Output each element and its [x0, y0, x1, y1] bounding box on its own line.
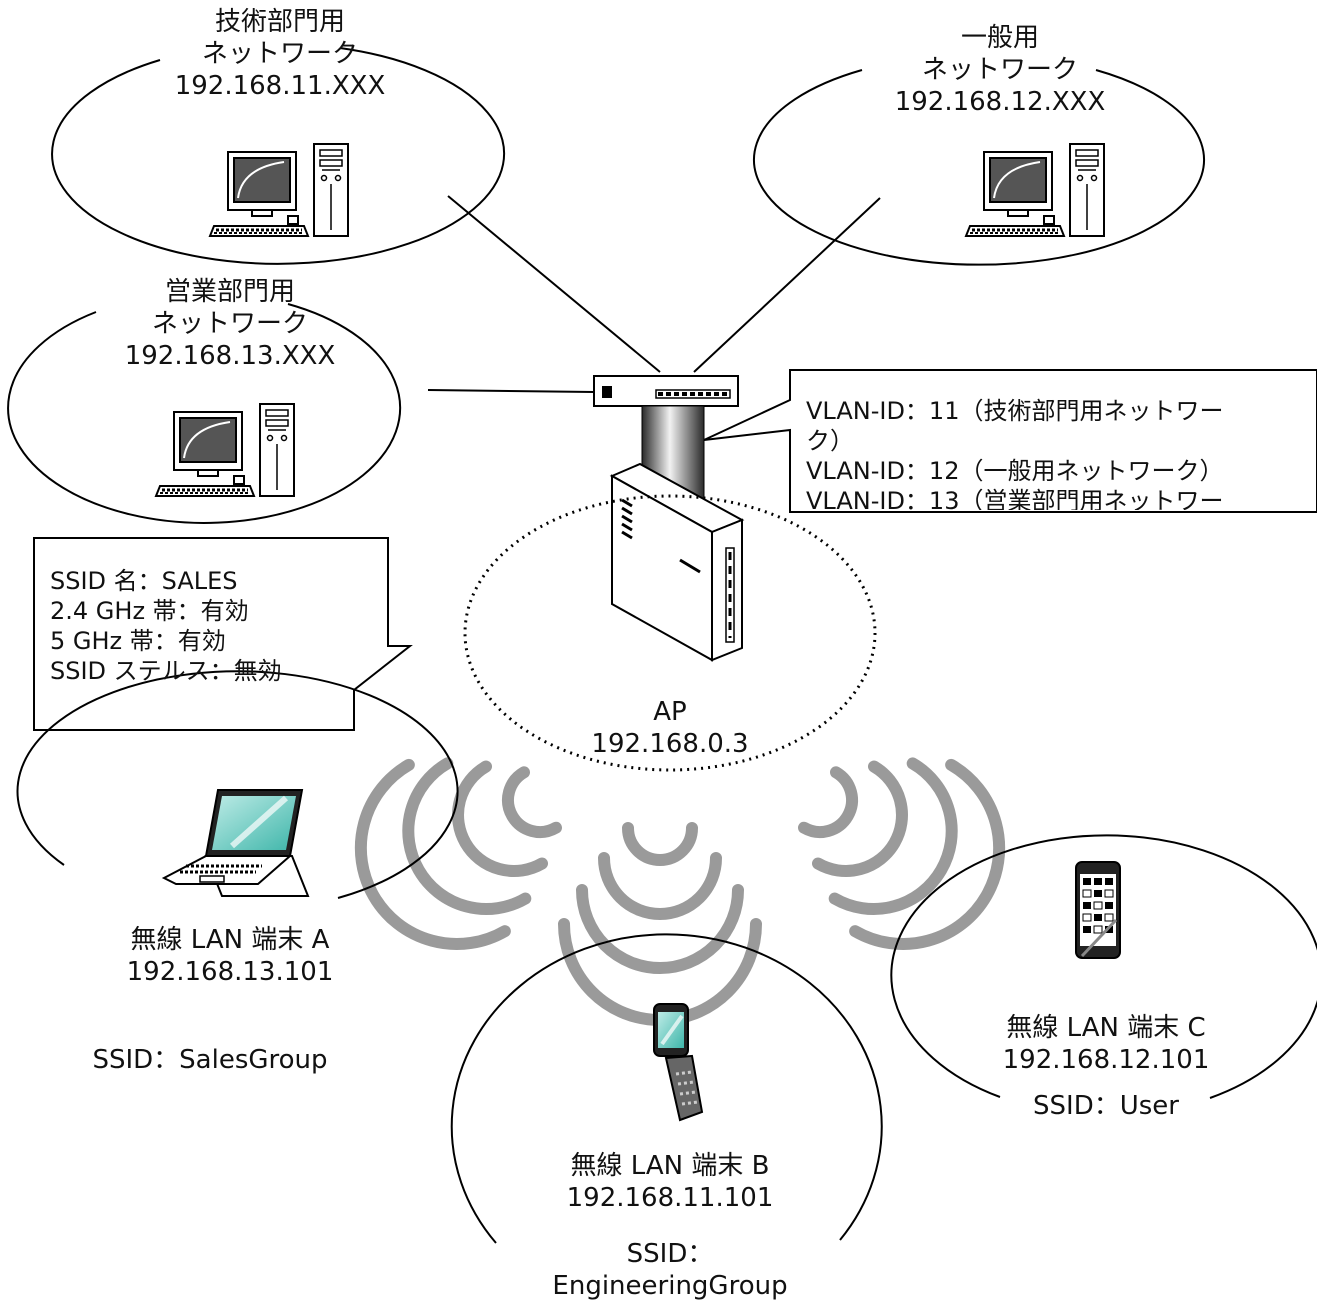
terminal-b-ssid: SSID： EngineeringGroup: [530, 1238, 810, 1302]
sales-network-name-2: ネットワーク: [151, 309, 308, 339]
sales-network-ellipse: [7, 303, 402, 524]
general-network-name-2: ネットワーク: [921, 55, 1078, 85]
general-network-name-1: 一般用: [960, 23, 1039, 53]
access-point-icon: [609, 462, 745, 662]
terminal-c-ellipse: [890, 834, 1317, 1099]
switch-hub-icon: [593, 375, 739, 407]
ap-coverage-ellipse: [463, 494, 877, 772]
engineering-pc-icon: [208, 142, 350, 238]
engineering-network-address: 192.168.11.XXX: [174, 71, 386, 101]
general-network-ellipse: [753, 69, 1205, 266]
smartphone-icon: [1075, 861, 1121, 959]
vlan-line-4: VLAN-ID：13（営業部門用ネットワー: [806, 487, 1224, 510]
ap-label: AP 192.168.0.3: [570, 696, 770, 760]
laptop-icon: [161, 789, 310, 897]
ssid-callout-text: SSID 名：SALES 2.4 GHz 帯：有効 5 GHz 帯：有効 SSI…: [50, 566, 282, 686]
wifi-signal-center-icon: [564, 828, 756, 1020]
ap-name: AP: [653, 697, 687, 727]
general-network-label: 一般用 ネットワーク 192.168.12.XXX: [880, 22, 1120, 118]
terminal-c-name: 無線 LAN 端末 C: [1006, 1013, 1206, 1043]
ssid-callout-box: [33, 537, 413, 731]
terminal-a-ssid: SSID：SalesGroup: [92, 1045, 328, 1075]
link-sales: [427, 389, 595, 393]
terminal-c-address: 192.168.12.101: [1002, 1045, 1210, 1075]
sales-network-address: 192.168.13.XXX: [124, 341, 336, 371]
sales-pc-icon: [154, 402, 296, 498]
terminal-b-label: 無線 LAN 端末 B 192.168.11.101: [530, 1150, 810, 1214]
link-general: [693, 197, 881, 373]
ssid-5ghz-line: 5 GHz 帯：有効: [50, 627, 226, 655]
engineering-network-ellipse: [51, 47, 506, 265]
vlan-callout-text: VLAN-ID：11（技術部門用ネットワー ク） VLAN-ID：12（一般用ネ…: [806, 396, 1314, 510]
terminal-a-ellipse: [16, 670, 459, 899]
ssid-name-line: SSID 名：SALES: [50, 567, 238, 595]
terminal-a-address: 192.168.13.101: [126, 957, 334, 987]
vlan-line-1: VLAN-ID：11（技術部門用ネットワー: [806, 397, 1224, 425]
wifi-signal-right-icon: [772, 717, 1034, 979]
engineering-network-name-1: 技術部門用: [214, 7, 345, 37]
link-engineering: [447, 195, 661, 373]
vlan-line-3: VLAN-ID：12（一般用ネットワーク）: [806, 457, 1224, 485]
terminal-b-ellipse: [450, 933, 883, 1244]
terminal-a-name: 無線 LAN 端末 A: [130, 925, 330, 955]
terminal-a-label: 無線 LAN 端末 A 192.168.13.101: [90, 924, 370, 988]
terminal-b-ssid-line-2: EngineeringGroup: [552, 1271, 788, 1301]
terminal-c-label: 無線 LAN 端末 C 192.168.12.101: [966, 1012, 1246, 1076]
vlan-callout-box: [703, 369, 1317, 513]
sales-network-label: 営業部門用 ネットワーク 192.168.13.XXX: [110, 276, 350, 372]
engineering-network-name-2: ネットワーク: [201, 39, 358, 69]
flip-phone-icon: [653, 1003, 704, 1122]
ssid-24ghz-line: 2.4 GHz 帯：有効: [50, 597, 249, 625]
general-network-address: 192.168.12.XXX: [894, 87, 1106, 117]
engineering-network-label: 技術部門用 ネットワーク 192.168.11.XXX: [160, 6, 400, 102]
sales-network-name-1: 営業部門用: [164, 277, 295, 307]
terminal-b-ssid-line-1: SSID：: [626, 1239, 714, 1269]
terminal-c-ssid: SSID：User: [1033, 1091, 1179, 1121]
general-pc-icon: [964, 142, 1106, 238]
ssid-stealth-line: SSID ステルス：無効: [50, 657, 282, 685]
vlan-line-2: ク）: [806, 427, 854, 455]
terminal-b-name: 無線 LAN 端末 B: [570, 1151, 770, 1181]
terminal-b-address: 192.168.11.101: [566, 1183, 774, 1213]
ap-address: 192.168.0.3: [591, 729, 749, 759]
